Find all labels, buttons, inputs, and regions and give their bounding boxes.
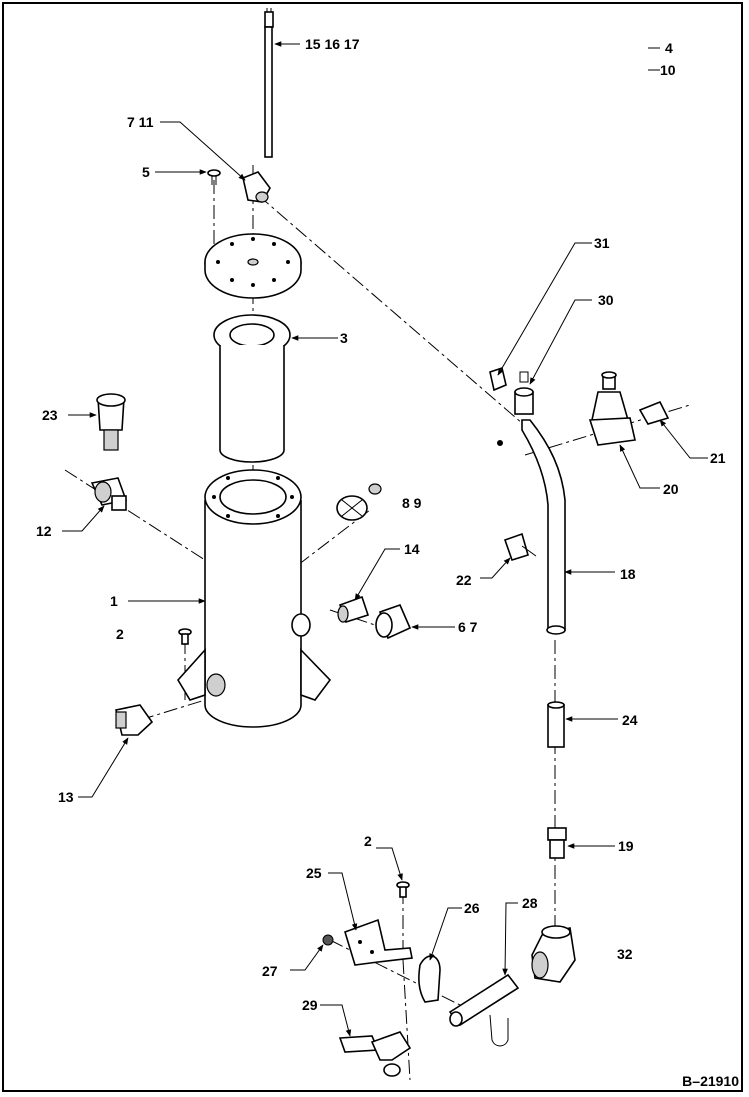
- part-bolt-2-upper: [178, 628, 192, 645]
- callout-3: 3: [340, 330, 348, 346]
- callout-30: 30: [598, 292, 614, 308]
- callout-21: 21: [710, 450, 726, 466]
- part-bracket: [344, 918, 413, 966]
- callout-13: 13: [58, 789, 74, 805]
- callout-4: 4: [665, 40, 673, 56]
- callout-32: 32: [617, 946, 633, 962]
- callout-20: 20: [663, 481, 679, 497]
- part-bolt-2-lower: [396, 881, 410, 898]
- part-drain-valve: [338, 1031, 412, 1077]
- part-fitting-30: [514, 371, 534, 415]
- callout-31: 31: [594, 235, 610, 251]
- part-nipple: [547, 701, 565, 748]
- part-nut: [322, 934, 334, 946]
- callout-2-upper: 2: [116, 626, 124, 642]
- callout-24: 24: [622, 712, 638, 728]
- callout-1: 1: [110, 593, 118, 609]
- part-dipstick: [264, 8, 274, 158]
- callout-12: 12: [36, 523, 52, 539]
- part-pipe-18: [497, 419, 566, 635]
- part-screw-5: [207, 169, 221, 185]
- part-fitting-19: [547, 827, 567, 859]
- callout-19: 19: [618, 838, 634, 854]
- part-filter-element: [213, 314, 291, 463]
- callout-2-lower: 2: [364, 833, 372, 849]
- part-indicator: [96, 393, 126, 451]
- leader-lines: [62, 41, 708, 1037]
- callout-15-16-17: 15 16 17: [305, 36, 360, 52]
- part-housing: [177, 469, 332, 728]
- part-regulator: [588, 371, 636, 446]
- part-elbow-13: [115, 704, 154, 736]
- part-fitting-21: [638, 400, 670, 425]
- callout-28: 28: [522, 895, 538, 911]
- callout-5: 5: [142, 164, 150, 180]
- callout-6-7: 6 7: [458, 619, 478, 635]
- part-fitting-14: [337, 595, 370, 623]
- part-small-fittings-8-9: [336, 483, 382, 521]
- callout-7-11: 7 11: [127, 114, 154, 130]
- part-clamp: [418, 955, 441, 1003]
- callout-22: 22: [456, 572, 472, 588]
- callout-8-9: 8 9: [402, 495, 422, 511]
- part-elbow-32: [531, 925, 576, 983]
- part-elbow-fitting-top: [242, 171, 271, 203]
- part-tube: [448, 973, 520, 1047]
- callout-10: 10: [660, 62, 676, 78]
- part-tee-fitting: [90, 477, 128, 511]
- part-fitting-31: [489, 366, 507, 392]
- callout-29: 29: [302, 997, 318, 1013]
- figure-id: B–21910: [682, 1073, 739, 1089]
- callout-14: 14: [404, 541, 420, 557]
- part-plug: [375, 603, 412, 640]
- callout-18: 18: [620, 566, 636, 582]
- callout-27: 27: [262, 963, 278, 979]
- callout-25: 25: [306, 865, 322, 881]
- part-cover-plate: [204, 233, 302, 299]
- part-valve: [503, 532, 537, 561]
- callout-23: 23: [42, 407, 58, 423]
- callout-26: 26: [464, 900, 480, 916]
